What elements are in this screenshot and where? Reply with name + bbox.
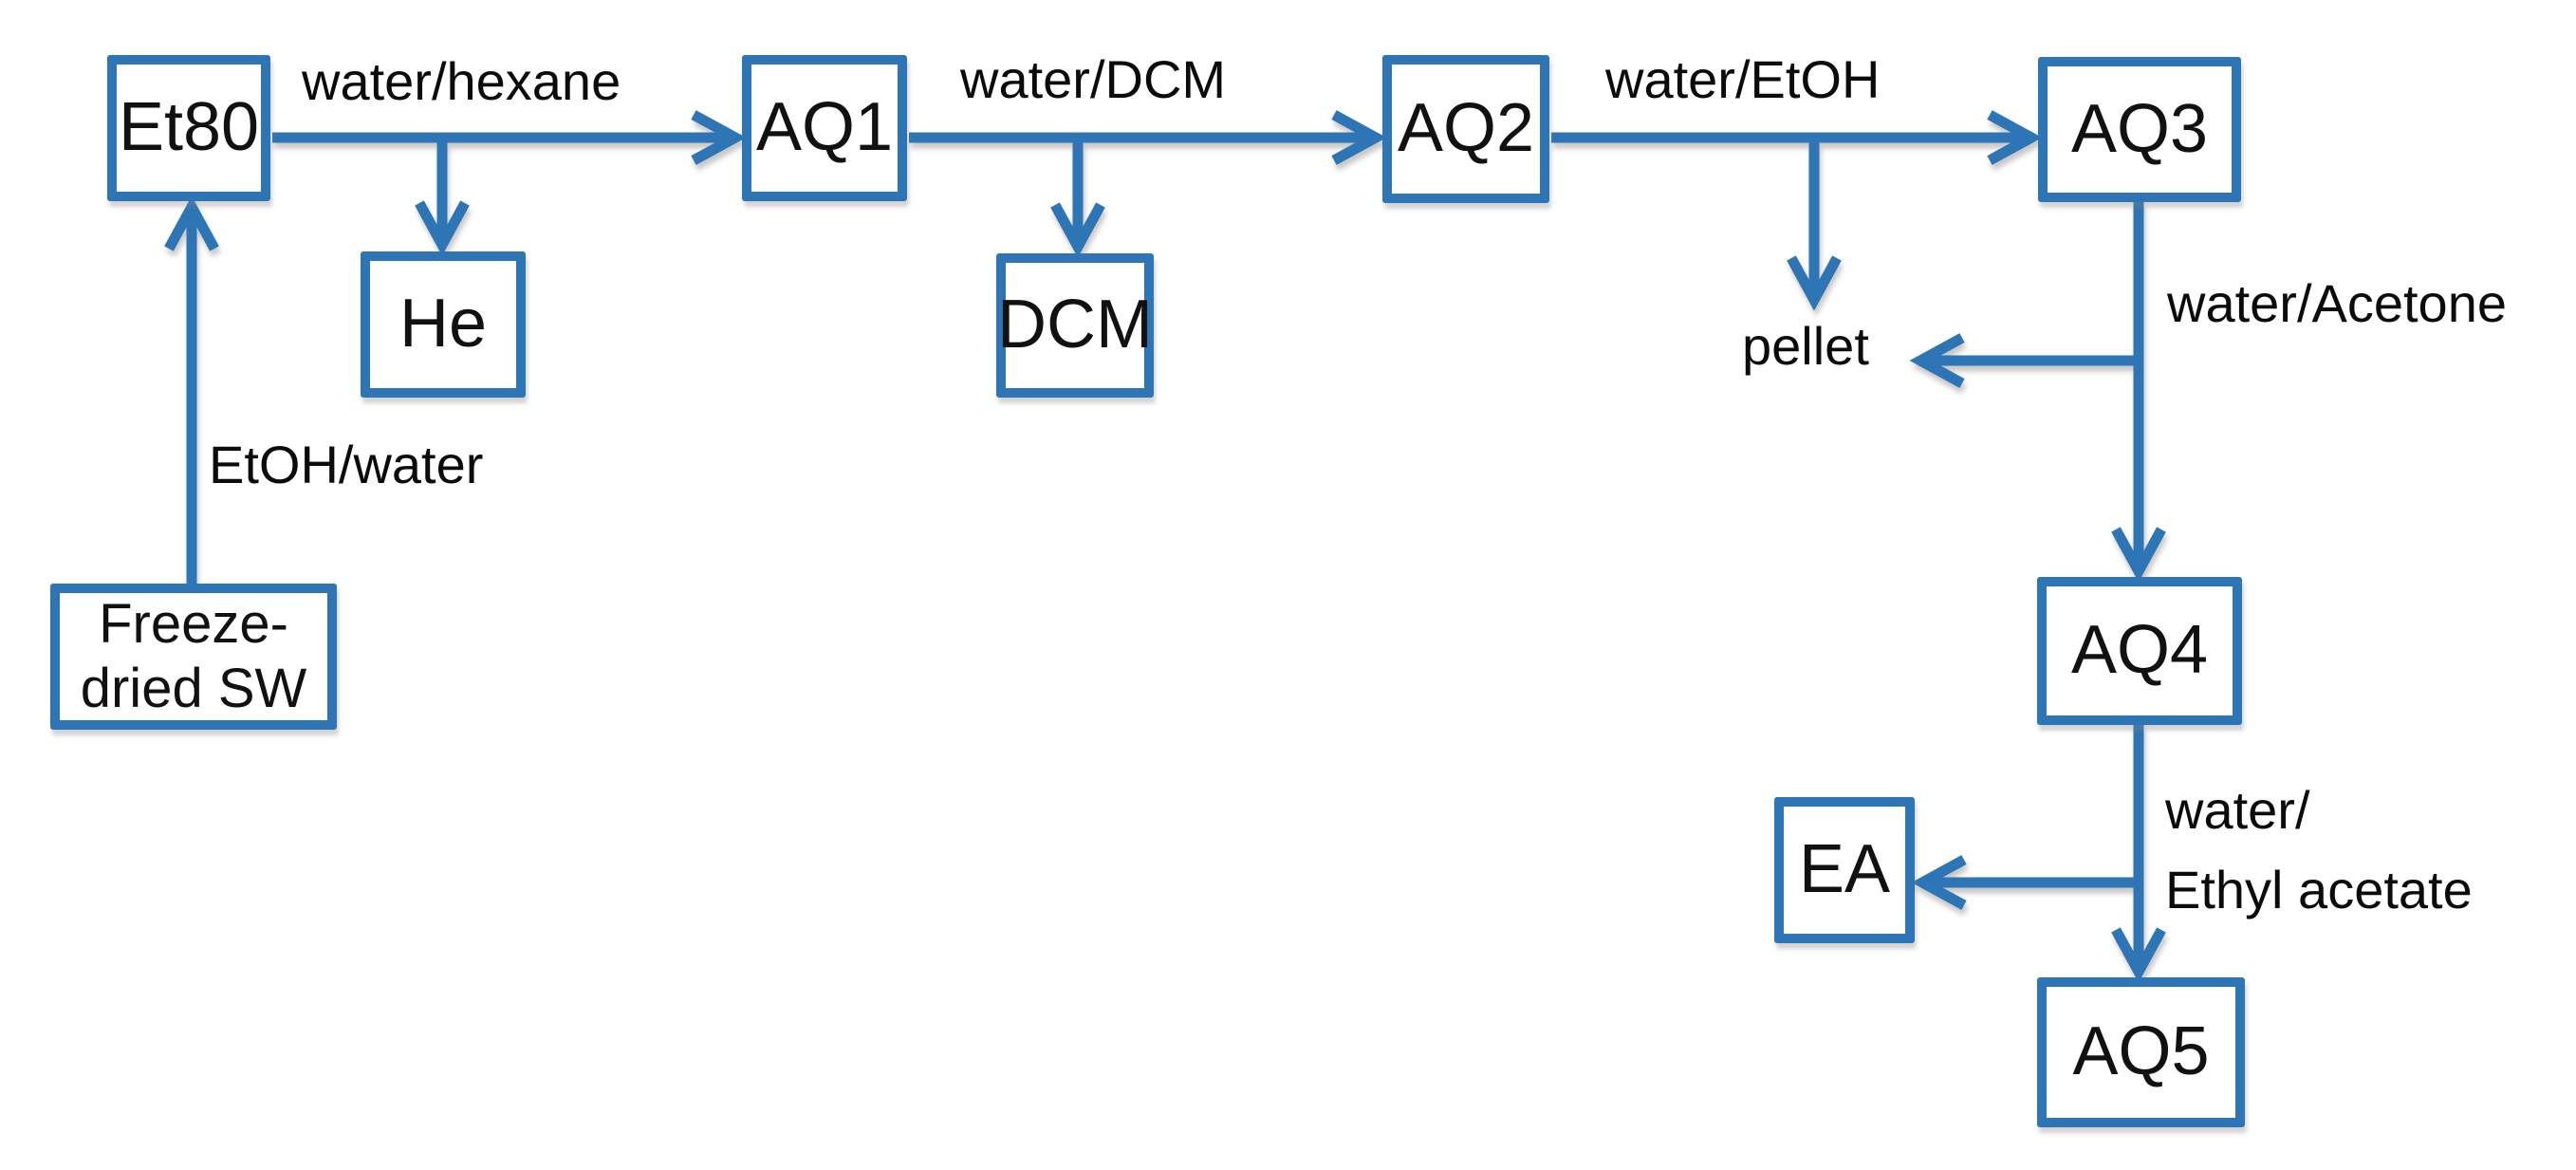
node-pellet: pellet xyxy=(1742,316,1869,376)
arrow-aq3-to-aq4 xyxy=(2111,201,2166,583)
label-water-acetone: water/Acetone xyxy=(2167,273,2507,333)
node-freeze-dried-sw: Freeze- dried SW xyxy=(50,584,337,730)
arrow-aq4-to-aq5 xyxy=(2111,725,2166,983)
node-et80: Et80 xyxy=(107,55,270,201)
arrow-branch-to-he xyxy=(415,138,470,256)
label-water-hexane: water/hexane xyxy=(302,51,621,111)
label-water-etoh: water/EtOH xyxy=(1605,49,1881,109)
node-freeze-dried-sw-line2: dried SW xyxy=(80,658,307,719)
label-water-ethyl-acetate: water/ Ethyl acetate xyxy=(2165,771,2473,930)
arrow-aq3-branch-to-pellet xyxy=(1909,333,2139,388)
arrow-freeze-dried-sw-to-et80 xyxy=(164,195,219,584)
node-freeze-dried-sw-line1: Freeze- xyxy=(99,592,288,655)
node-dcm: DCM xyxy=(996,253,1154,398)
node-aq5: AQ5 xyxy=(2037,977,2245,1127)
label-etoh-water: EtOH/water xyxy=(209,435,484,494)
arrow-aq1-to-aq2 xyxy=(909,110,1387,165)
label-water-ethyl-acetate-line2: Ethyl acetate xyxy=(2165,860,2473,919)
arrow-aq2-to-aq3 xyxy=(1551,110,2043,165)
arrow-aq4-branch-to-ea xyxy=(1911,855,2139,910)
arrow-branch-to-dcm xyxy=(1050,138,1105,258)
node-ea: EA xyxy=(1774,797,1915,943)
arrow-et80-to-aq1 xyxy=(272,110,747,165)
arrow-branch-to-pellet xyxy=(1787,138,1842,311)
node-aq1: AQ1 xyxy=(742,55,907,201)
node-aq4: AQ4 xyxy=(2037,577,2242,725)
label-water-dcm: water/DCM xyxy=(960,49,1227,109)
node-he: He xyxy=(361,251,526,398)
node-aq2: AQ2 xyxy=(1382,55,1549,203)
label-water-ethyl-acetate-line1: water/ xyxy=(2165,780,2310,840)
node-aq3: AQ3 xyxy=(2038,57,2241,202)
